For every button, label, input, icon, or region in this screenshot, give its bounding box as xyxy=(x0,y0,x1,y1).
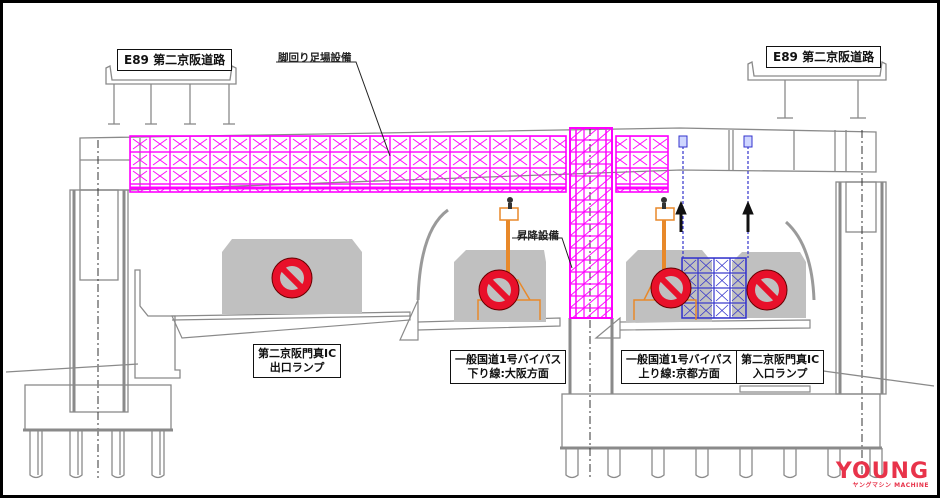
no-entry-icon xyxy=(650,267,692,309)
right-expressway-deck xyxy=(747,61,887,119)
cross-section-drawing xyxy=(5,61,935,479)
left-expressway-label: E89 第二京阪道路 xyxy=(117,49,233,71)
left-pier xyxy=(5,140,173,479)
scaffolding-callout: 脚回り足場設備 xyxy=(278,52,352,64)
callout-leaders xyxy=(276,61,573,269)
left-expressway-deck xyxy=(105,65,237,125)
left-retaining-wall xyxy=(134,269,181,379)
young-machine-watermark: YOUNG ヤングマシン MACHINE xyxy=(835,459,929,490)
exit-ramp-label: 第二京阪門真IC 出口ランプ xyxy=(253,344,342,378)
down-line-label: 一般国道1号バイパス 下り線:大阪方面 xyxy=(450,350,567,384)
temporary-support-blue xyxy=(678,135,753,319)
no-entry-signs xyxy=(271,257,788,311)
tunnel-arches xyxy=(416,208,816,301)
right-expressway-label: E89 第二京阪道路 xyxy=(766,46,882,68)
workers xyxy=(507,197,667,209)
no-entry-icon xyxy=(478,269,520,311)
scaffolding-magenta xyxy=(129,127,669,319)
no-entry-icon xyxy=(271,257,313,299)
up-line-label: 一般国道1号バイパス 上り線:京都方面 xyxy=(621,350,738,384)
no-entry-icon xyxy=(746,269,788,311)
jack-up-arrows xyxy=(675,200,754,232)
center-footing xyxy=(560,128,883,479)
right-pier xyxy=(815,130,935,478)
drawing-frame: E89 第二京阪道路 E89 第二京阪道路 脚回り足場設備 昇降設備 第二京阪門… xyxy=(3,3,937,495)
lift-callout: 昇降設備 xyxy=(517,230,559,242)
entry-ramp-label: 第二京阪門真IC 入口ランプ xyxy=(736,350,825,384)
